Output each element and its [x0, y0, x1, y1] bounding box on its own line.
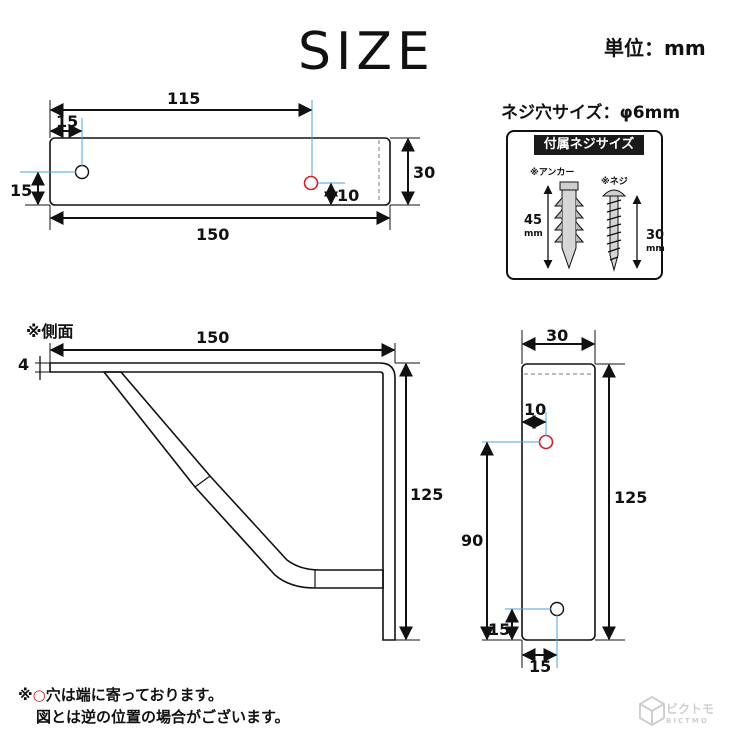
- front-view-plate: [521, 363, 596, 641]
- dim-150-top: 150: [196, 225, 230, 244]
- dim-115: 115: [167, 89, 201, 108]
- dim-90: 90: [461, 531, 484, 550]
- dim-4: 4: [18, 355, 30, 374]
- note-mark: ※: [18, 686, 33, 704]
- note-text-1: 穴は端に寄っております。: [45, 686, 223, 704]
- top-view-hole-left: [74, 164, 90, 180]
- side-view-bracket: [49, 362, 396, 641]
- screw-length: 30: [646, 228, 665, 243]
- screw-illustration: [601, 189, 627, 272]
- unit-label: 単位：mm: [604, 36, 706, 60]
- brand-logo: ビクトモ: [666, 702, 715, 716]
- front-view-hole-bottom: [549, 601, 565, 617]
- dim-10-front: 10: [524, 400, 547, 419]
- anchor-length: 45: [524, 213, 543, 228]
- dim-30-front: 30: [546, 326, 569, 345]
- screw-label: ※ネジ: [601, 177, 628, 187]
- top-view-hole-right: [303, 175, 319, 191]
- dim-15-front-x: 15: [529, 657, 552, 676]
- red-circle-symbol: ○: [32, 686, 46, 704]
- dim-125-front: 125: [614, 488, 648, 507]
- logo-cube-icon: [639, 695, 665, 727]
- note-line-2: 図とは逆の位置の場合がございます。: [36, 708, 290, 726]
- dim-30-right: 30: [413, 163, 436, 182]
- front-view-hole-top: [538, 434, 554, 450]
- accessory-box: [506, 130, 663, 280]
- anchor-illustration: [553, 181, 585, 270]
- dim-10: 10: [337, 186, 360, 205]
- dim-150-side: 150: [196, 328, 230, 347]
- dim-125-side: 125: [410, 485, 444, 504]
- page-title: SIZE: [298, 22, 435, 82]
- note-line-1: ※○穴は端に寄っております。: [18, 684, 223, 705]
- anchor-label: ※アンカー: [530, 168, 575, 178]
- dim-15-front-y: 15: [488, 620, 511, 639]
- side-view-label: ※側面: [26, 322, 74, 341]
- accessory-box-title: 付属ネジサイズ: [534, 135, 644, 155]
- screw-hole-size: ネジ穴サイズ：φ6mm: [501, 103, 681, 123]
- screw-length-unit: mm: [646, 244, 665, 254]
- dim-15-left: 15: [10, 181, 33, 200]
- anchor-length-unit: mm: [524, 229, 543, 239]
- brand-logo-sub: BICTMO: [666, 717, 709, 725]
- side-view-brace: [102, 371, 384, 589]
- dim-15-top: 15: [56, 112, 79, 131]
